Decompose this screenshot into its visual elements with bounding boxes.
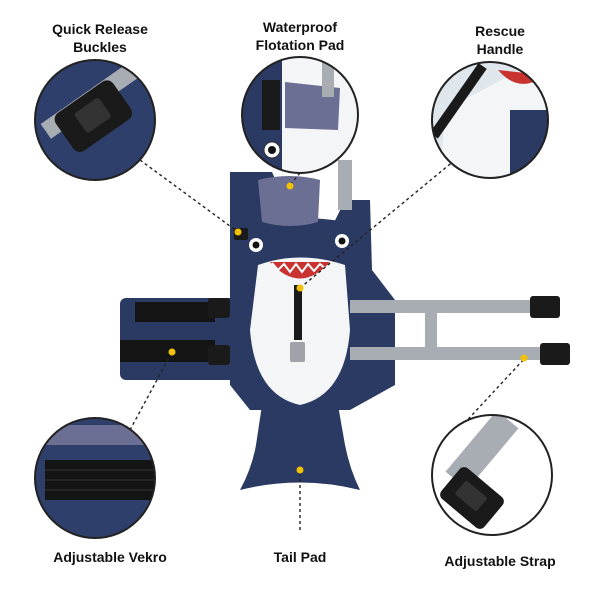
label-quick-release-buckles: Quick Release Buckles [52, 21, 148, 55]
label-waterproof-flotation-pad: Waterproof Flotation Pad [255, 19, 345, 53]
zoom-adjustable-vekro [34, 417, 156, 539]
zoom-flotation-pad [241, 56, 359, 174]
zoom-rescue-handle [431, 61, 549, 179]
rescue-handle-strap [294, 285, 302, 340]
velcro-strip-top [135, 302, 215, 322]
label-adjustable-strap: Adjustable Strap [444, 553, 556, 569]
shark-tail [240, 405, 360, 490]
label-adjustable-vekro: Adjustable Vekro [53, 549, 167, 565]
buckle-upper [530, 296, 560, 318]
label-rescue-handle: Rescue Handle [475, 23, 525, 57]
leader-dots [168, 182, 528, 474]
handle-closeup [432, 63, 487, 139]
side-buckle-upper [208, 298, 230, 318]
flotation-pad [258, 176, 320, 226]
strap-lower [350, 347, 540, 360]
shark-teeth [271, 262, 331, 274]
zoom-adjustable-strap [431, 414, 553, 536]
side-buckle-lower [208, 345, 230, 365]
buckle-lower [540, 343, 570, 365]
velcro-strip-bottom [120, 340, 215, 362]
shark-head [232, 218, 370, 270]
label-tail-pad: Tail Pad [273, 549, 327, 565]
strap-upper [350, 300, 530, 313]
strap-connector [425, 300, 437, 360]
life-vest [120, 160, 570, 490]
shoulder-strap [338, 160, 352, 210]
rescue-handle-tab [290, 342, 305, 362]
zoom-quick-release-buckle [34, 59, 156, 181]
